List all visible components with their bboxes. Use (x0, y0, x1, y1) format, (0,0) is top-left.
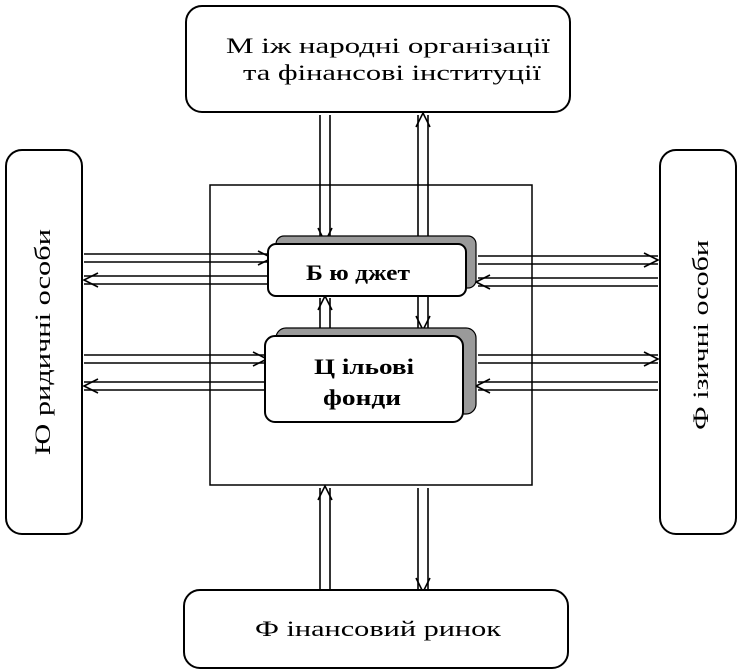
legal-persons-box: Ю ридичні особи (5, 149, 83, 535)
financial-market-label: Ф інансовий ринок (255, 616, 501, 641)
budget-label: Б ю джет (306, 260, 410, 285)
legal-persons-label: Ю ридичні особи (30, 229, 55, 455)
international-organizations-line1: М іж народні організації (226, 33, 551, 58)
target-funds-line2: фонди (323, 385, 401, 410)
international-organizations-box: М іж народні організації та фінансові ін… (185, 5, 571, 113)
financial-market-box: Ф інансовий ринок (183, 589, 569, 669)
budget-box: Б ю джет (267, 235, 477, 297)
natural-persons-label: Ф ізичні особи (688, 240, 713, 430)
central-frame (209, 184, 533, 486)
international-organizations-line2: та фінансові інституції (243, 60, 542, 85)
target-funds-line1: Ц ільові (314, 354, 414, 379)
target-funds-box: Ц ільові фонди (264, 327, 477, 423)
natural-persons-box: Ф ізичні особи (659, 149, 737, 535)
